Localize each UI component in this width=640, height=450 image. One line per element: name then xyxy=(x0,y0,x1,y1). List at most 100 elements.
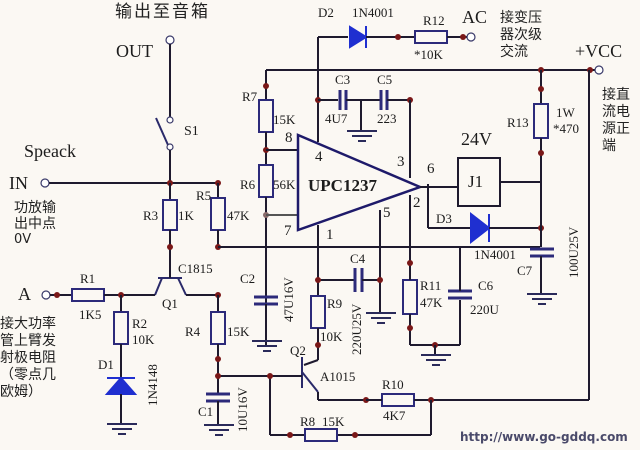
r8-value: 15K xyxy=(322,414,345,429)
ground-symbol xyxy=(527,293,557,305)
ground-symbol xyxy=(252,340,282,352)
r8-ref: R8 xyxy=(300,414,316,429)
r6-value: 56K xyxy=(273,177,296,192)
j1-ref: J1 xyxy=(468,172,484,191)
r13-ref: R13 xyxy=(507,115,529,130)
s1-label: S1 xyxy=(184,124,199,139)
d2-diode xyxy=(349,25,368,49)
c5-ref: C5 xyxy=(377,72,393,87)
in-note: 功放输 出中点 0V xyxy=(14,200,56,247)
r2-ref: R2 xyxy=(132,316,148,331)
r3-resistor xyxy=(162,199,178,231)
q1-ref: Q1 xyxy=(162,296,178,311)
q1-value: C1815 xyxy=(178,261,213,276)
r12-value: *10K xyxy=(414,47,443,62)
pin-5: 5 xyxy=(383,205,391,221)
out-label: OUT xyxy=(116,41,153,61)
c4-ref: C4 xyxy=(350,251,366,266)
out-line xyxy=(155,35,175,183)
d1-value: 1N4148 xyxy=(145,364,160,406)
ic-label: UPC1237 xyxy=(308,176,377,195)
d1-diode xyxy=(104,376,138,395)
r13-resistor xyxy=(533,103,549,139)
c5-value: 223 xyxy=(377,111,397,126)
r7-value: 15K xyxy=(273,112,296,127)
c7-value: 100U25V xyxy=(566,226,581,278)
j1-voltage: 24V xyxy=(461,129,492,149)
d3-value: 1N4001 xyxy=(474,247,516,262)
r5-ref: R5 xyxy=(196,188,212,203)
c4-value: 220U25V xyxy=(349,303,364,355)
watermark-url: http://www.go-gddq.com xyxy=(460,430,628,444)
pin-7: 7 xyxy=(284,223,292,239)
ground-symbol xyxy=(347,130,377,142)
title: 输出至音箱 xyxy=(115,2,210,22)
pin-8: 8 xyxy=(285,130,293,146)
r4-ref: R4 xyxy=(185,324,201,339)
d2-ref: D2 xyxy=(318,5,334,20)
r11-value: 47K xyxy=(420,295,443,310)
r1-resistor xyxy=(71,288,105,302)
speack-label: Speack xyxy=(24,141,76,161)
q2-value: A1015 xyxy=(320,369,356,384)
pin-6: 6 xyxy=(427,161,435,177)
r10-ref: R10 xyxy=(382,377,404,392)
r3-ref: R3 xyxy=(143,208,159,223)
c3-value: 4U7 xyxy=(325,111,348,126)
ground-symbol xyxy=(107,423,137,435)
c7-ref: C7 xyxy=(517,263,533,278)
vcc-note: 接直 流电 源正 端 xyxy=(602,87,630,154)
c3-ref: C3 xyxy=(335,72,351,87)
pin-2: 2 xyxy=(413,195,421,211)
r6-resistor xyxy=(258,164,274,198)
r3-value: 1K xyxy=(178,208,194,223)
pin-1: 1 xyxy=(326,227,334,243)
d1-ref: D1 xyxy=(98,357,114,372)
c6-value: 220U xyxy=(470,302,499,317)
c2-value: 47U16V xyxy=(281,277,296,322)
r7-resistor xyxy=(258,99,274,133)
r6-ref: R6 xyxy=(240,177,256,192)
ground-symbol xyxy=(204,424,234,436)
r10-value: 4K7 xyxy=(383,408,406,423)
c1-value: 10U16V xyxy=(235,387,250,432)
a-note: 接大功率 管上臂发 射极电阻 （零点几 欧姆） xyxy=(0,316,56,400)
in-label: IN xyxy=(9,173,28,193)
r10-resistor xyxy=(381,393,415,407)
r2-resistor xyxy=(113,311,129,345)
c2-ref: C2 xyxy=(240,271,256,286)
c1-ref: C1 xyxy=(198,404,214,419)
r12-ref: R12 xyxy=(423,13,445,28)
in-line xyxy=(40,178,221,188)
r5-resistor xyxy=(210,197,226,231)
upc1237-ic xyxy=(296,133,424,232)
vcc-label: +VCC xyxy=(575,41,623,61)
r13-value: 1W xyxy=(556,105,575,120)
r1-ref: R1 xyxy=(80,271,96,286)
r4-value: 15K xyxy=(227,324,250,339)
ac-label: AC xyxy=(462,7,488,27)
d2-value: 1N4001 xyxy=(352,5,394,20)
r9-ref: R9 xyxy=(327,296,343,311)
r1-value: 1K5 xyxy=(79,307,102,322)
pin-3: 3 xyxy=(397,154,405,170)
r7-ref: R7 xyxy=(242,89,258,104)
ground-symbol xyxy=(366,312,396,324)
ac-note: 接变压 器次级 交流 xyxy=(500,10,542,60)
r9-resistor xyxy=(310,295,326,329)
c6-ref: C6 xyxy=(478,278,494,293)
ground-symbol xyxy=(421,354,451,366)
r2-value: 10K xyxy=(132,332,155,347)
r11-ref: R11 xyxy=(420,278,442,293)
r12-resistor xyxy=(414,30,448,44)
pin-4: 4 xyxy=(315,149,323,165)
d3-diode xyxy=(470,211,491,245)
q2-ref: Q2 xyxy=(290,343,306,358)
r9-value: 10K xyxy=(320,329,343,344)
r4-resistor xyxy=(210,311,226,345)
a-label: A xyxy=(18,284,31,304)
r13-value2: *470 xyxy=(553,121,579,136)
r11-resistor xyxy=(402,279,418,315)
